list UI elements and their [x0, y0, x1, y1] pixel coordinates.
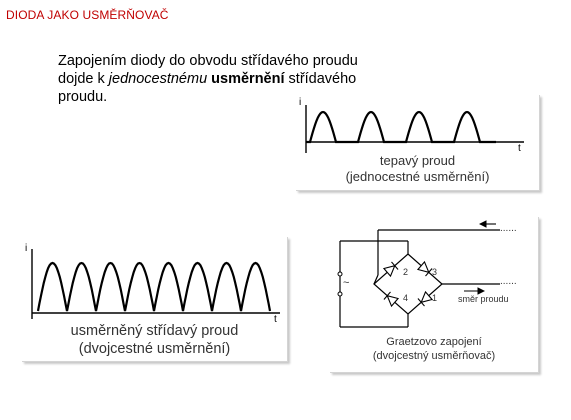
- half-wave-panel: i t tepavý proud (jednocestné usměrnění): [296, 95, 540, 191]
- bridge-circuit: [337, 220, 500, 328]
- bridge-caption: Graetzovo zapojení (dvojcestný usměrňova…: [330, 335, 538, 363]
- half-wave-caption-line1: tepavý proud: [379, 153, 456, 168]
- half-wave-caption: tepavý proud (jednocestné usměrnění): [296, 153, 539, 185]
- top-dots: ......: [500, 223, 517, 234]
- intro-emphasis: jednocestnému: [108, 71, 208, 87]
- right-dots: ......: [500, 276, 517, 287]
- diode-4-icon: [383, 291, 400, 308]
- half-wave-caption-line2: (jednocestné usměrnění): [345, 169, 490, 184]
- full-wave-caption-line2: (dvojcestné usměrnění): [78, 341, 231, 357]
- diode-4-label: 4: [403, 293, 409, 303]
- intro-part1: Zapojením diody do obvodu střídavého pro…: [58, 53, 358, 87]
- half-wave-graph: [305, 105, 524, 153]
- direction-label: směr proudu: [458, 294, 509, 304]
- half-wave-x-label: t: [518, 143, 521, 154]
- diode-1-icon: [417, 290, 434, 307]
- bridge-panel: ...... ...... ~ 2 3 4 1 směr proudu Grae…: [330, 217, 539, 373]
- ac-symbol: ~: [343, 277, 350, 289]
- intro-strong: usměrnění: [211, 71, 285, 87]
- full-wave-graph: [31, 249, 280, 319]
- full-wave-caption: usměrněný střídavý proud (dvojcestné usm…: [22, 322, 287, 358]
- bridge-wires: [339, 229, 500, 328]
- slide-title: DIODA JAKO USMĚRŇOVAČ: [6, 8, 169, 22]
- full-wave-x-label: t: [274, 314, 277, 325]
- full-wave-y-label: i: [25, 243, 28, 254]
- half-wave-y-label: i: [299, 97, 302, 108]
- diode-2-icon: [382, 261, 399, 278]
- diode-group: [382, 260, 434, 308]
- intro-text: Zapojením diody do obvodu střídavého pro…: [58, 52, 388, 106]
- full-wave-panel: i t usměrněný střídavý proud (dvojcestné…: [22, 237, 288, 362]
- diode-2-label: 2: [403, 267, 409, 277]
- diode-3-icon: [416, 260, 433, 277]
- intro-part2: střídavého proudu.: [58, 71, 357, 105]
- full-wave-caption-line1: usměrněný střídavý proud: [70, 323, 239, 339]
- bridge-caption-line2: (dvojcestný usměrňovač): [372, 350, 496, 362]
- half-wave-curve: [306, 110, 496, 144]
- full-wave-curve: [36, 261, 272, 312]
- bridge-caption-line1: Graetzovo zapojení: [386, 336, 482, 348]
- diode-1-label: 1: [432, 293, 438, 303]
- ac-terminal-bottom: [337, 291, 343, 297]
- ac-terminal-top: [337, 271, 343, 277]
- diode-3-label: 3: [432, 267, 438, 277]
